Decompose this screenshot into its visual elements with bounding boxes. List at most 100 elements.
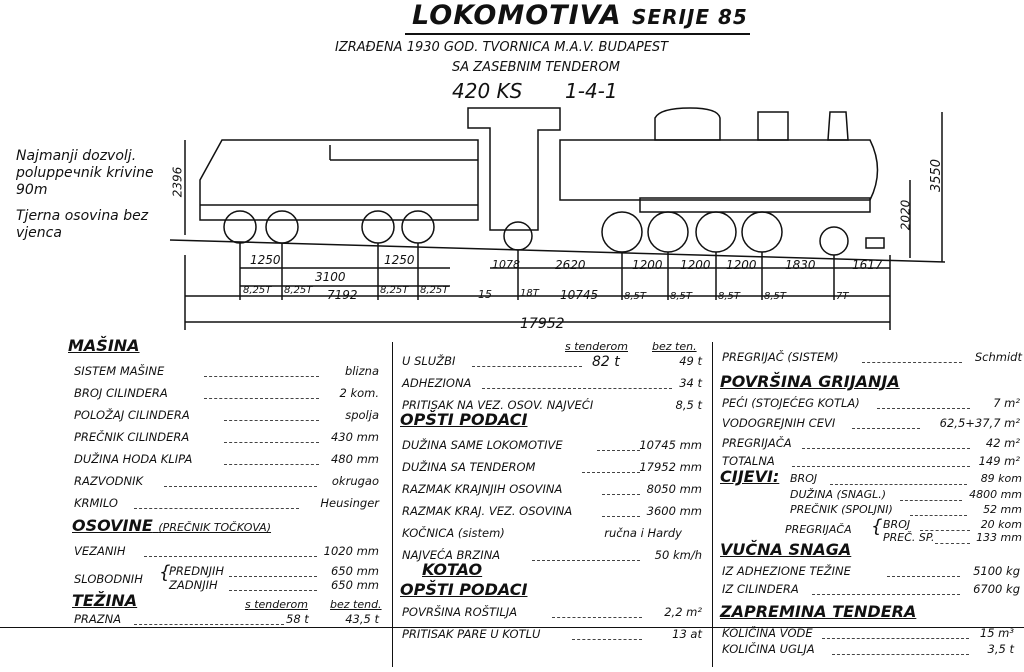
- row-label: PRITISAK PARE U KOTLU: [402, 627, 541, 641]
- osovine-note: (PREČNIK TOČKOVA): [158, 521, 272, 534]
- section-kotao-opsti: OPŠTI PODACI: [400, 580, 528, 599]
- table-row: PREČNIK (SPOLJNI)52 mm: [790, 503, 1022, 519]
- weight-5: 18T: [520, 288, 539, 299]
- row-label: TOTALNA: [722, 454, 775, 468]
- table-row: PEĆI (STOJEĆEG KOTLA) 7 m²: [722, 396, 1020, 412]
- table-row: VODOGREJNIH CEVI 62,5+37,7 m²: [722, 416, 1020, 432]
- row-value: 49 t: [679, 354, 702, 368]
- row-label: BROJ: [790, 472, 818, 485]
- sand-box: [757, 111, 789, 141]
- section-vucna-snaga: VUČNA SNAGA: [720, 540, 852, 559]
- row-value: blizna: [344, 364, 379, 378]
- dim-1: 1250: [250, 253, 281, 267]
- row-label: VODOGREJNIH CEVI: [722, 416, 836, 430]
- row-label: PRITISAK NA VEZ. OSOV. NAJVEĆI: [402, 398, 594, 412]
- row-value: 3600 mm: [646, 504, 702, 518]
- row-label: DUŽINA (SNAGL.): [790, 488, 887, 501]
- row-value: 10745 mm: [639, 438, 702, 452]
- section-povrsina-grijanja: POVRŠINA GRIJANJA: [720, 372, 900, 391]
- row-value: Heusinger: [320, 496, 379, 510]
- page-title: LOKOMOTIVA SERIJE 85: [412, 0, 748, 31]
- row-value: 13 at: [672, 627, 702, 641]
- weight-9: 8,5T: [764, 291, 787, 302]
- middle-col1-note: s tenderom: [565, 340, 628, 353]
- row-value: 62,5+37,7 m²: [939, 416, 1020, 430]
- row-label: POLOŽAJ CILINDERA: [74, 408, 190, 422]
- row-label: DUŽINA SAME LOKOMOTIVE: [402, 438, 563, 452]
- trailing-wheel: [503, 221, 533, 251]
- row-label: U SLUŽBI: [402, 354, 456, 368]
- cab: [467, 107, 561, 231]
- row-label: SISTEM MAŠINE: [74, 364, 165, 378]
- row-value: 15 m³: [979, 626, 1014, 640]
- row-label: RAZMAK KRAJ. VEZ. OSOVINA: [402, 504, 573, 518]
- dim-13: 10745: [560, 288, 599, 302]
- table-row: DUŽINA HODA KLIPA 480 mm: [74, 452, 379, 468]
- table-row: KOLIČINA VODE 15 m³: [722, 626, 1014, 642]
- row-label: PREČNIK CILINDERA: [74, 430, 190, 444]
- row-label: BROJ: [883, 518, 911, 531]
- weight-4: 8,25T: [420, 285, 449, 296]
- table-row: KOČNICA (sistem)ručna i Hardy: [402, 526, 702, 542]
- row-label: PREČNIK (SPOLJNI): [790, 503, 893, 516]
- weight-7: 8,5T: [670, 291, 693, 302]
- dim-10: 1830: [785, 258, 816, 272]
- dim-3: 1250: [384, 253, 415, 267]
- row-label: DUŽINA HODA KLIPA: [74, 452, 193, 466]
- dim-4: 7192: [327, 288, 358, 302]
- row-label: PREGRIJAČA: [785, 523, 852, 536]
- row-value: 20 kom: [980, 518, 1022, 531]
- bottom-rule: [0, 627, 1024, 628]
- row-value: 650 mm: [330, 564, 379, 578]
- section-osovine: OSOVINE (PREČNIK TOČKOVA): [72, 516, 271, 535]
- row-label: DUŽINA SA TENDEROM: [402, 460, 536, 474]
- row-value: 7 m²: [993, 396, 1020, 410]
- weight-6: 8,5T: [624, 291, 647, 302]
- dim-total: 17952: [520, 316, 565, 332]
- row-label: BROJ CILINDERA: [74, 386, 168, 400]
- column-divider-1: [392, 342, 393, 667]
- row-label: PEĆI (STOJEĆEG KOTLA): [722, 396, 860, 410]
- row-label: PREDNJIH: [169, 564, 225, 578]
- row-label: PREČ. SP.: [883, 531, 935, 544]
- osovine-title: OSOVINE: [72, 516, 153, 535]
- dim-6: 2620: [555, 258, 586, 272]
- dome: [654, 107, 721, 141]
- wheel-arrangement: 1-4-1: [565, 79, 618, 103]
- table-row: PREGRIJAČ (SISTEM)Schmidt: [722, 350, 1022, 366]
- power-rating: 420 KS: [452, 79, 523, 103]
- table-row: U SLUŽBI 82 t 49 t: [402, 354, 702, 370]
- row-label: NAJVEĆA BRZINA: [402, 548, 501, 562]
- drive-wheel-1: [601, 211, 643, 253]
- row-value: 82 t: [592, 354, 620, 370]
- subtitle-builder: IZRAĐENA 1930 GOD. TVORNICA M.A.V. BUDAP…: [335, 40, 669, 55]
- row-label: KOLIČINA VODE: [722, 626, 813, 640]
- row-value: 8050 mm: [646, 482, 702, 496]
- row-label: POVRŠINA ROŠTILJA: [402, 605, 518, 619]
- row-value: ručna i Hardy: [604, 526, 682, 540]
- weight-10: 7T: [836, 291, 849, 302]
- drive-wheel-2: [647, 211, 689, 253]
- section-opsti-podaci: OPŠTI PODACI: [400, 410, 528, 429]
- middle-col2-note: bez ten.: [652, 340, 697, 353]
- row-value: 480 mm: [330, 452, 379, 466]
- row-value: 50 km/h: [654, 548, 702, 562]
- row-value: Schmidt: [974, 350, 1022, 364]
- section-cijevi: CIJEVI:: [720, 467, 780, 486]
- row-label: ZADNJIH: [169, 578, 218, 592]
- weight-8: 8,5T: [718, 291, 741, 302]
- tezina-col2: bez tend.: [330, 598, 382, 611]
- axle-note: Tjerna osovina bez vjenca: [16, 208, 149, 241]
- row-value: 2,2 m²: [664, 605, 702, 619]
- row-label: VEZANIH: [74, 544, 126, 558]
- tender-body: [199, 139, 479, 221]
